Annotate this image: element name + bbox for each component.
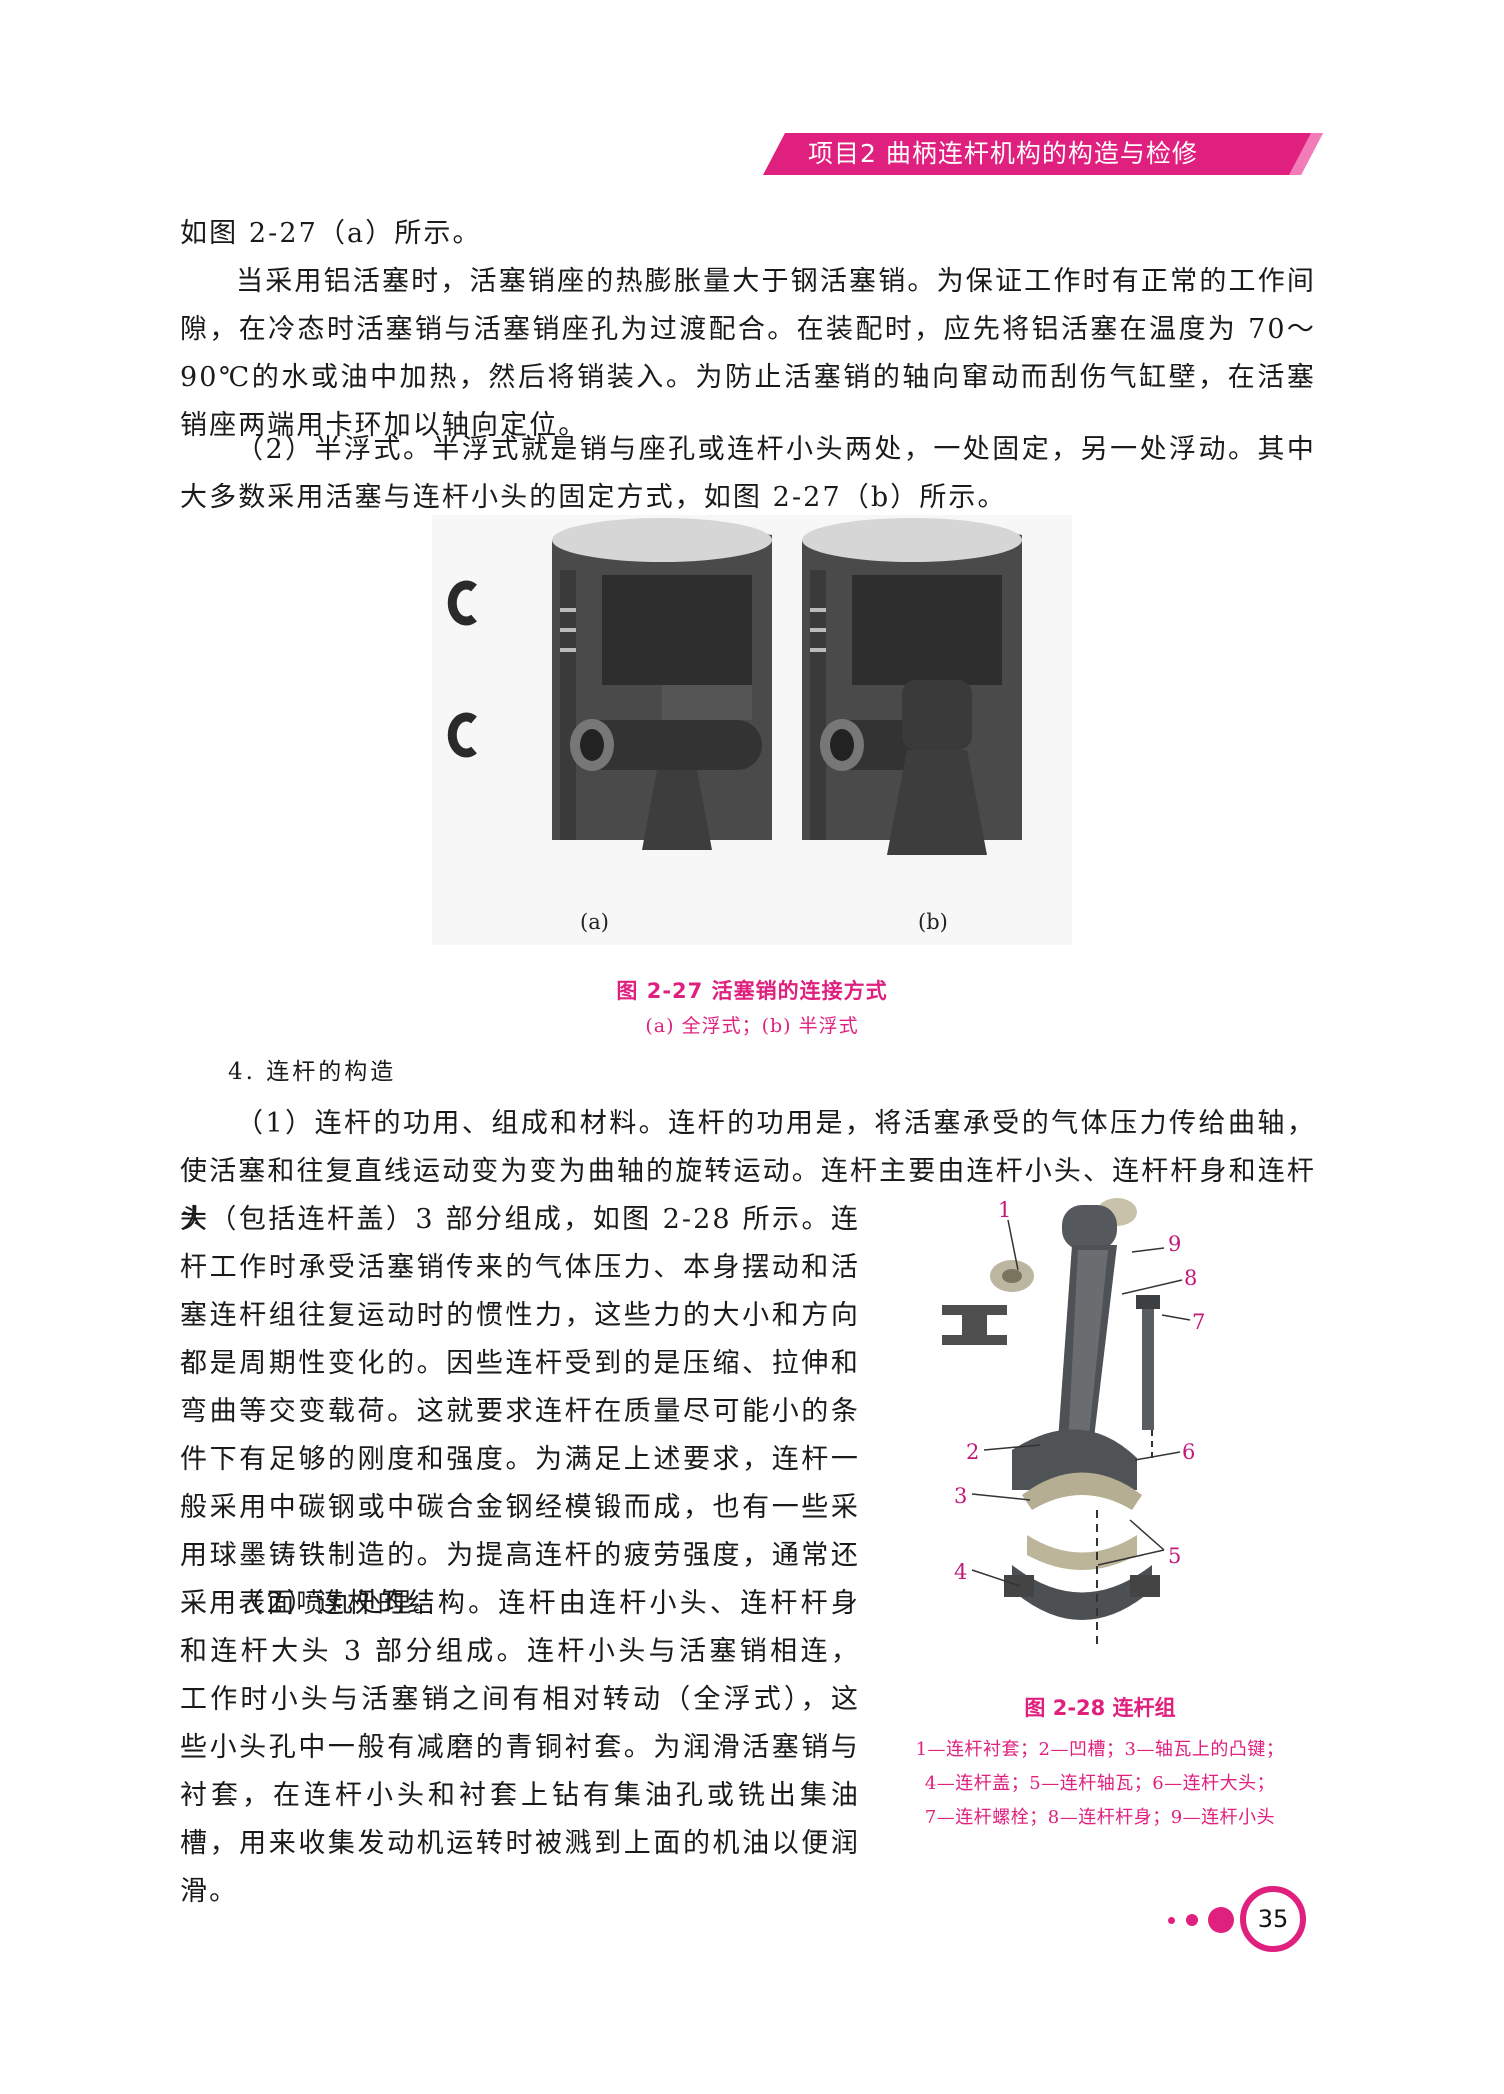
paragraph-semi-floating: （2）半浮式。半浮式就是销与座孔或连杆小头两处，一处固定，另一处浮动。其中大多数… bbox=[180, 434, 1316, 513]
paragraph-aluminum-piston: 当采用铝活塞时，活塞销座的热膨胀量大于钢活塞销。为保证工作时有正常的工作间隙，在… bbox=[180, 266, 1316, 441]
chapter-title: 项目2 曲柄连杆机构的构造与检修 bbox=[808, 139, 1198, 168]
circlip-top-icon bbox=[447, 580, 477, 626]
i-beam-section-icon bbox=[942, 1305, 1007, 1345]
figure-2-28-image bbox=[912, 1190, 1252, 1660]
part-label-3: 3 bbox=[954, 1484, 968, 1508]
decorative-dot-small bbox=[1168, 1917, 1175, 1924]
figure-2-28-caption: 图 2-28 连杆组 bbox=[1024, 1696, 1176, 1720]
part-label-2: 2 bbox=[966, 1440, 980, 1464]
decorative-dot-large bbox=[1208, 1907, 1234, 1933]
connecting-rod-body bbox=[1012, 1205, 1137, 1490]
part-label-7: 7 bbox=[1192, 1310, 1206, 1334]
figure-2-28-leader-lines bbox=[971, 1219, 1191, 1587]
circlip-bottom-icon bbox=[447, 712, 477, 758]
piston-semi-floating bbox=[802, 518, 1022, 855]
piston-full-floating bbox=[552, 518, 772, 850]
figure-2-28-legend-line-1: 1—连杆衬套；2—凹槽；3—轴瓦上的凸键； bbox=[915, 1739, 1285, 1760]
part-label-9: 9 bbox=[1168, 1232, 1182, 1256]
page-number: 35 bbox=[1240, 1886, 1306, 1952]
figure-2-27-label-b: (b) bbox=[918, 910, 948, 934]
bearing-shell-icon bbox=[1022, 1472, 1142, 1570]
part-label-1: 1 bbox=[998, 1198, 1012, 1222]
figure-2-27-label-a: (a) bbox=[580, 910, 609, 934]
part-label-4: 4 bbox=[954, 1560, 968, 1584]
figure-2-27-caption: 图 2-27 活塞销的连接方式 bbox=[616, 979, 888, 1003]
header-banner bbox=[763, 133, 1323, 175]
bolt-icon bbox=[1136, 1295, 1160, 1430]
part-label-8: 8 bbox=[1184, 1266, 1198, 1290]
figure-2-28-legend-line-2: 4—连杆盖；5—连杆轴瓦；6—连杆大头； bbox=[924, 1773, 1276, 1794]
paragraph-connecting-rod-structure: （2）连杆的结构。连杆由连杆小头、连杆杆身和连杆大头 3 部分组成。连杆小头与活… bbox=[180, 1588, 860, 1907]
figure-2-27-subcaption: (a) 全浮式；(b) 半浮式 bbox=[645, 1015, 859, 1037]
paragraph-connecting-rod-function: 头（包括连杆盖）3 部分组成，如图 2-28 所示。连杆工作时承受活塞销传来的气… bbox=[180, 1204, 860, 1619]
part-label-6: 6 bbox=[1182, 1440, 1196, 1464]
decorative-dot-medium bbox=[1186, 1914, 1198, 1926]
section-heading: 4. 连杆的构造 bbox=[228, 1059, 397, 1085]
paragraph-connecting-rod-intro: （1）连杆的功用、组成和材料。连杆的功用是，将活塞承受的气体压力传给曲轴，使活塞… bbox=[180, 1108, 1316, 1235]
figure-2-27-image bbox=[432, 515, 1072, 945]
paragraph-continuation: 如图 2-27（a）所示。 bbox=[180, 218, 482, 249]
part-label-5: 5 bbox=[1168, 1544, 1182, 1568]
figure-2-28-legend-line-3: 7—连杆螺栓；8—连杆杆身；9—连杆小头 bbox=[924, 1807, 1276, 1828]
